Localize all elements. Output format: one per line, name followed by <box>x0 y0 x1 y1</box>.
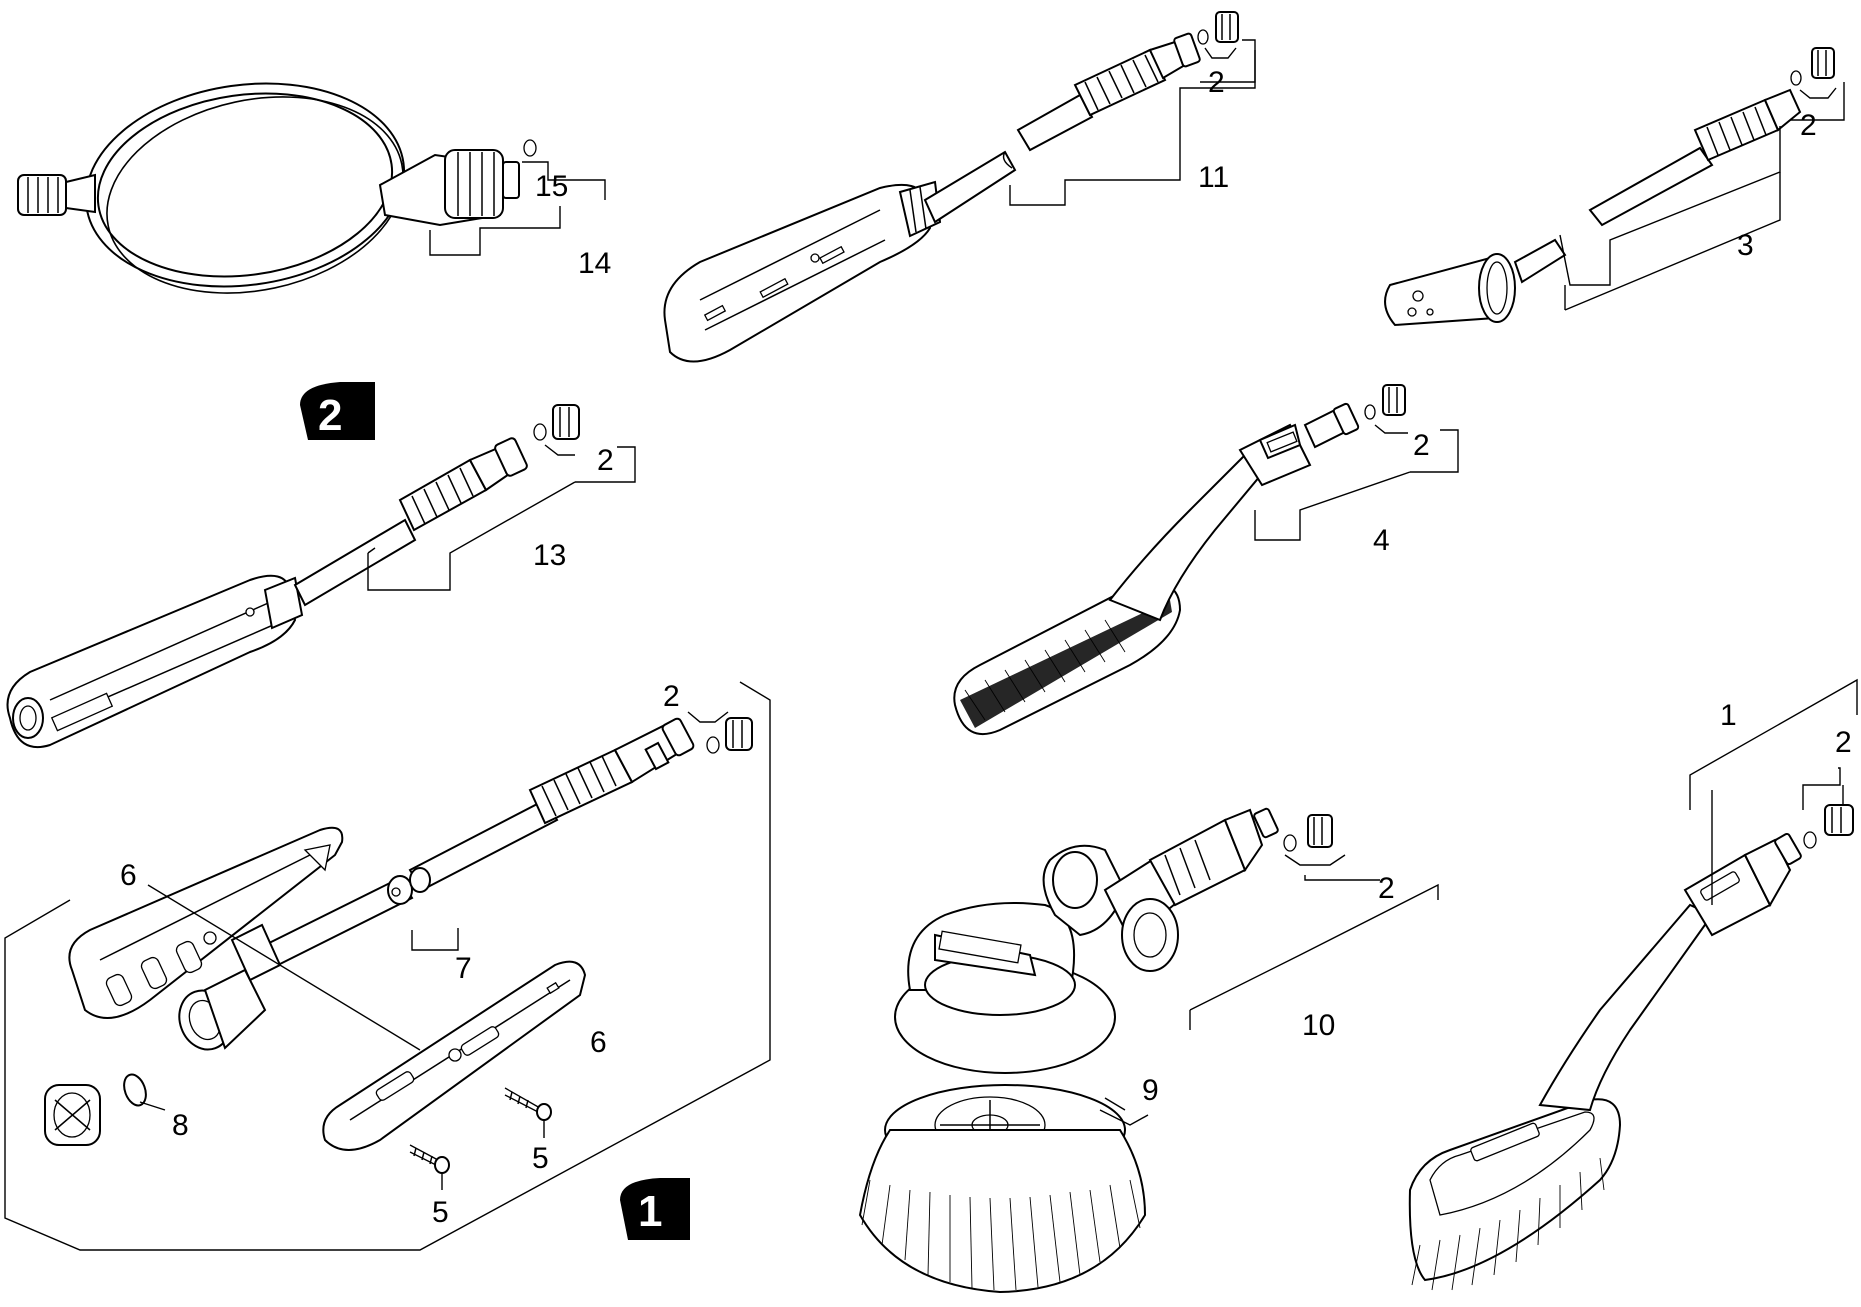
screw-5-left <box>409 1144 450 1174</box>
group-1-frame <box>4 681 771 1251</box>
callout-2-top: 2 <box>1208 66 1225 99</box>
spray-lance-13 <box>6 437 528 749</box>
callout-2-bottom-center: 2 <box>1378 872 1395 905</box>
spray-lance-11 <box>663 32 1201 363</box>
hose-right-coupling <box>378 149 520 227</box>
callout-5-right: 5 <box>532 1142 549 1175</box>
callout-10: 10 <box>1302 1009 1335 1042</box>
nozzle-8 <box>44 1073 147 1146</box>
handle-half-6-upper <box>68 826 344 1019</box>
nozzle-2-center <box>1364 384 1459 473</box>
section-badge-2: 2 <box>300 382 375 440</box>
callout-2-group1: 2 <box>663 680 680 713</box>
callout-7: 7 <box>455 952 472 985</box>
callout-14: 14 <box>578 247 611 280</box>
svg-text:2: 2 <box>318 391 342 440</box>
nozzle-2-right <box>1790 47 1845 121</box>
section-badge-1: 1 <box>620 1178 690 1240</box>
handle-half-6-lower <box>322 960 587 1151</box>
rotary-wash-brush-10 <box>894 807 1279 1074</box>
nozzle-2-bottom-center <box>1283 814 1380 881</box>
nozzle-2-group1 <box>687 711 753 754</box>
callout-5-left: 5 <box>432 1196 449 1229</box>
nozzle-2-top <box>1197 11 1256 83</box>
hose-assembly <box>17 82 606 294</box>
lance-7 <box>178 717 695 1051</box>
callout-4: 4 <box>1373 524 1390 557</box>
callout-6-lower: 6 <box>590 1026 607 1059</box>
callout-3: 3 <box>1737 229 1754 262</box>
callout-9: 9 <box>1142 1074 1159 1107</box>
callout-8: 8 <box>172 1109 189 1142</box>
detail-brush-4 <box>953 402 1360 735</box>
callout-2-mid-left: 2 <box>597 444 614 477</box>
wash-brush-1 <box>1408 832 1802 1291</box>
svg-text:1: 1 <box>638 1187 662 1236</box>
callout-15: 15 <box>535 170 568 203</box>
callout-1: 1 <box>1720 699 1737 732</box>
callout-6-upper: 6 <box>120 859 137 892</box>
brush-head-9 <box>858 1084 1147 1294</box>
callout-13: 13 <box>533 539 566 572</box>
o-ring-15 <box>523 139 537 157</box>
callout-11: 11 <box>1198 161 1229 194</box>
hose-left-coupling <box>17 173 96 216</box>
callout-2-center: 2 <box>1413 429 1430 462</box>
nozzle-2-bottom-right <box>1802 767 1854 849</box>
screw-5-right <box>504 1087 552 1121</box>
nozzle-2-mid-left <box>533 404 636 483</box>
callout-2-bottom-right: 2 <box>1835 726 1852 759</box>
rotary-nozzle-lance-3 <box>1384 88 1802 327</box>
callout-2-right: 2 <box>1800 109 1817 142</box>
